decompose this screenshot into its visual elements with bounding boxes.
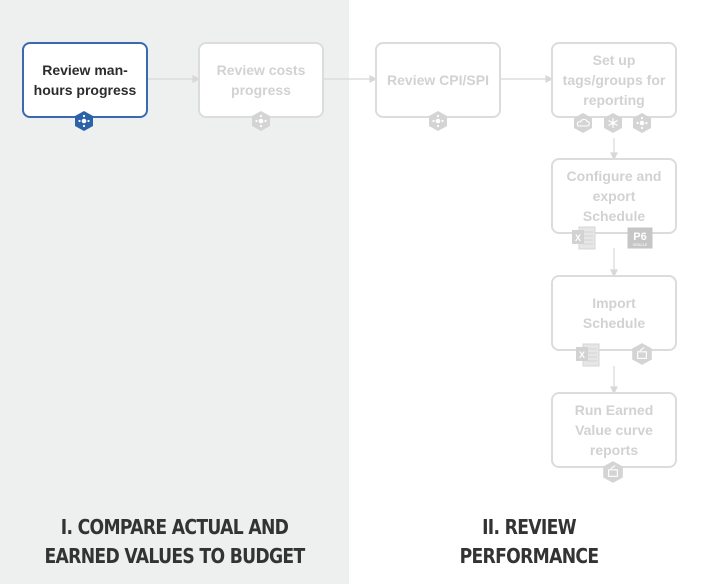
report-hex-icon <box>603 461 623 483</box>
module-hex-icon <box>633 113 651 133</box>
module-hex-icon <box>75 111 93 131</box>
import-hex-icon <box>632 343 652 365</box>
phase-1-title-line1: I. COMPARE ACTUAL AND <box>60 515 289 539</box>
step-label: Configure and export Schedule <box>566 168 662 224</box>
cloud-hex-icon <box>574 113 592 133</box>
excel-icon: X <box>576 343 600 367</box>
step-label: Import Schedule <box>582 295 646 331</box>
phase-2-title: II. REVIEW PERFORMANCE <box>434 513 623 571</box>
step-review-manhours[interactable]: Review man-hours progress <box>22 42 148 118</box>
step-setup-tags[interactable]: Set up tags/groups for reporting <box>551 42 677 118</box>
step-label: Review CPI/SPI <box>387 72 489 88</box>
p6-sub-text: ORACLE <box>633 243 648 247</box>
module-hex-icon <box>429 111 447 131</box>
step-import-schedule[interactable]: Import Schedule <box>551 275 677 351</box>
step-label: Run Earned Value curve reports <box>574 402 654 458</box>
phase-1-title: I. COMPARE ACTUAL AND EARNED VALUES TO B… <box>24 513 324 571</box>
excel-letter: X <box>575 233 581 243</box>
step-review-costs[interactable]: Review costs progress <box>198 42 324 118</box>
step-configure-export[interactable]: Configure and export Schedule <box>551 158 677 234</box>
module-hex-icon <box>252 111 270 131</box>
step-label: Review man-hours progress <box>33 62 137 98</box>
phase-2-title-line2: PERFORMANCE <box>459 544 600 568</box>
phase-2-title-line1: II. REVIEW <box>482 515 577 539</box>
p6-oracle-icon: P6 ORACLE <box>627 227 653 249</box>
p6-text: P6 <box>633 231 646 243</box>
step-review-cpi-spi[interactable]: Review CPI/SPI <box>375 42 501 118</box>
step-label: Review costs progress <box>216 62 306 98</box>
network-hex-icon <box>604 113 622 133</box>
excel-icon: X <box>572 226 596 250</box>
excel-letter: X <box>579 350 585 360</box>
step-run-ev-reports[interactable]: Run Earned Value curve reports <box>551 392 677 468</box>
phase-1-title-line2: EARNED VALUES TO BUDGET <box>44 544 305 568</box>
step-label: Set up tags/groups for reporting <box>562 52 666 108</box>
